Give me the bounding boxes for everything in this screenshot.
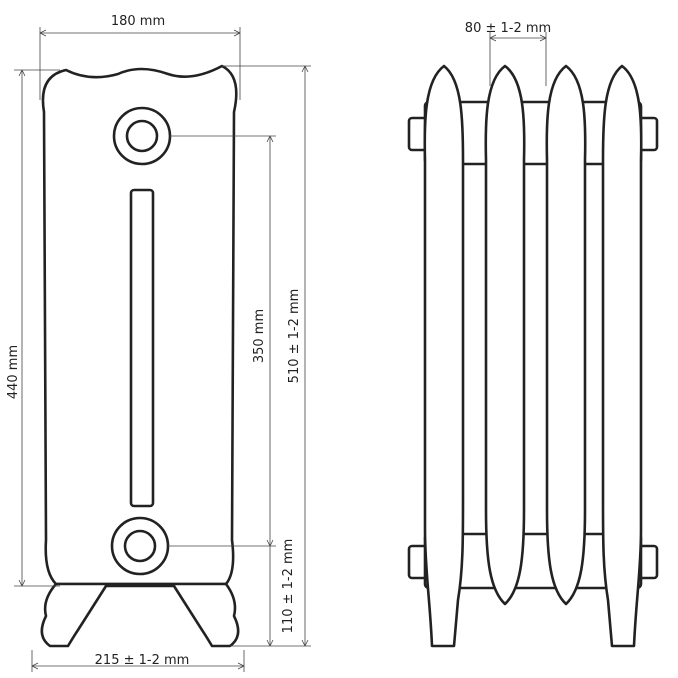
lower-connection-inner	[123, 529, 157, 563]
connection-center-label: 350 mm	[252, 309, 267, 363]
section-1	[423, 64, 465, 648]
leg-height-label: 110 ± 1-2 mm	[281, 539, 296, 634]
pitch-dimension	[489, 32, 547, 86]
top-width-label: 180 mm	[111, 14, 165, 29]
upper-connection-inner	[125, 119, 159, 153]
bottom-width-label: 215 ± 1-2 mm	[95, 653, 190, 668]
section-pitch-label: 80 ± 1-2 mm	[465, 21, 551, 36]
body-height-label: 440 mm	[6, 345, 21, 399]
center-slot	[129, 188, 155, 508]
radiator-feet	[40, 582, 240, 648]
section-2	[484, 64, 526, 606]
dimension-lines	[14, 27, 311, 672]
front-view	[407, 64, 659, 648]
section-4	[601, 64, 643, 648]
section-3	[545, 64, 587, 606]
side-view	[40, 64, 240, 648]
total-height-label: 510 ± 1-2 mm	[287, 289, 302, 384]
